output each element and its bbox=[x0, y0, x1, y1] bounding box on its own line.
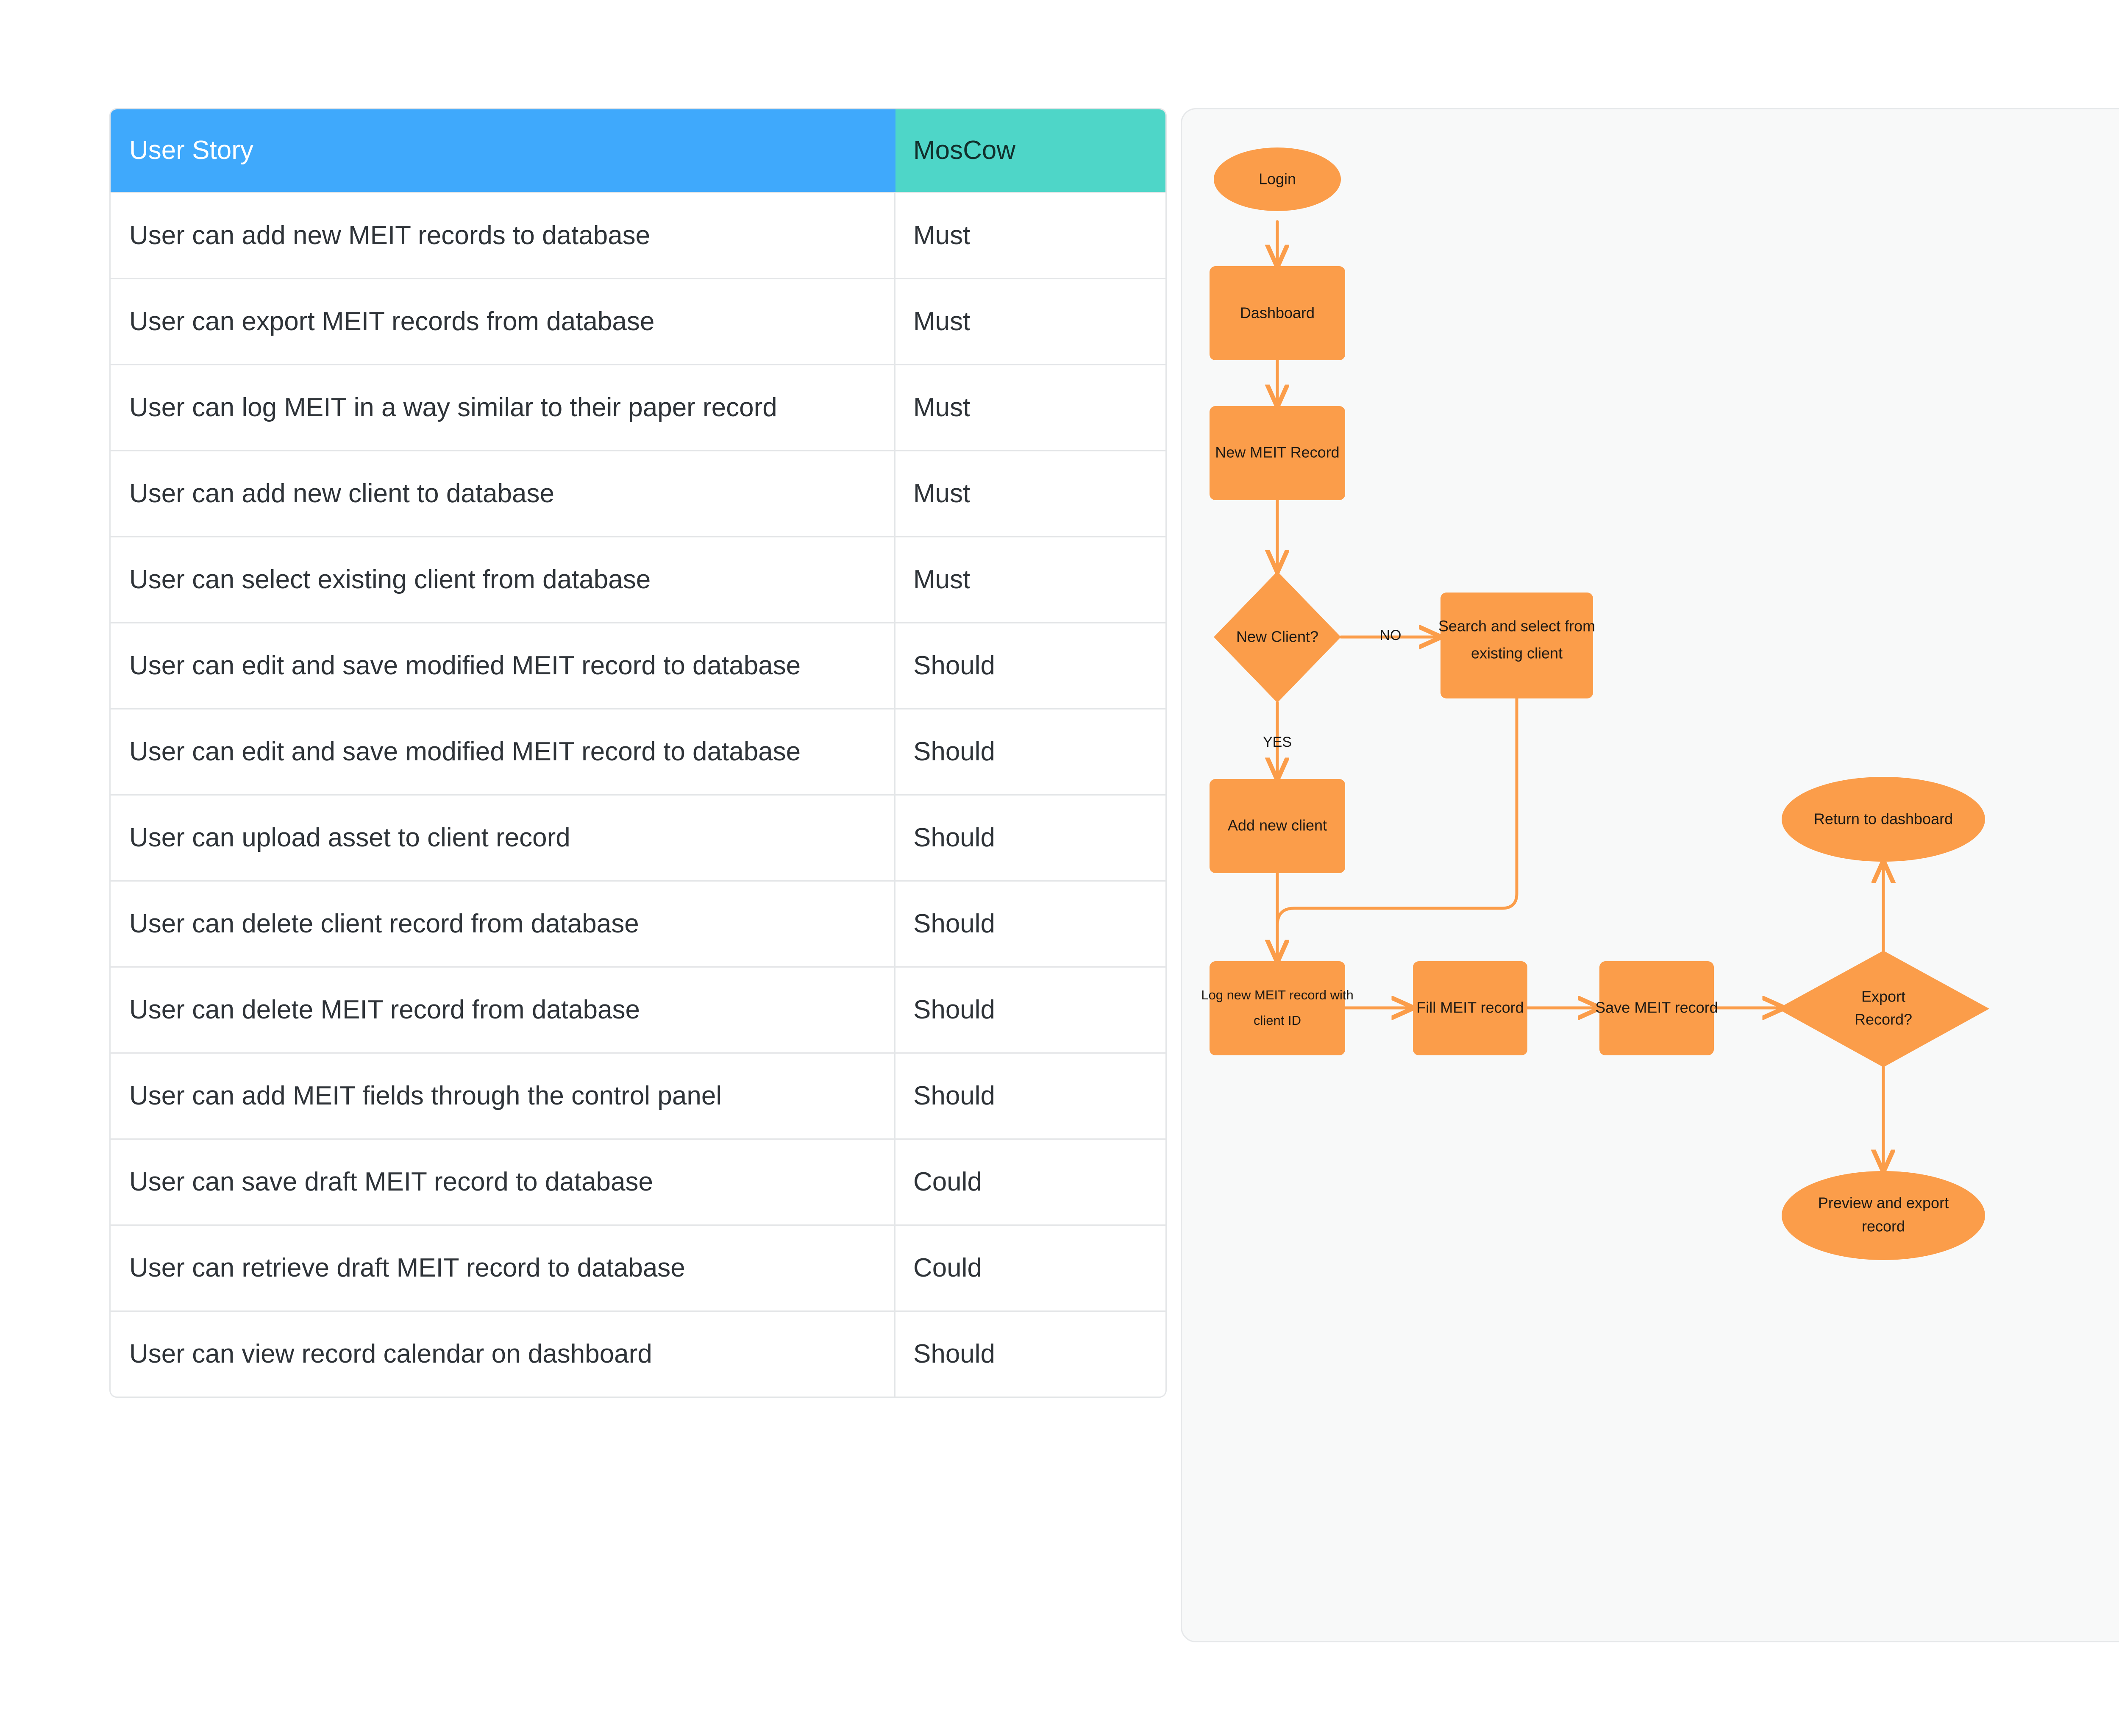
node-save-meit-record[interactable]: Save MEIT record bbox=[1595, 961, 1718, 1055]
moscow-priority: Should bbox=[913, 995, 996, 1024]
node-preview-and-export-record-label-line1: Preview and export bbox=[1818, 1194, 1949, 1212]
edge-label-no: NO bbox=[1380, 627, 1402, 643]
node-new-meit-record[interactable]: New MEIT Record bbox=[1210, 406, 1345, 500]
edge-label-yes: YES bbox=[1263, 734, 1292, 750]
user-story-text: User can delete client record from datab… bbox=[111, 882, 895, 966]
moscow-priority: Should bbox=[913, 651, 996, 680]
node-save-meit-record-label: Save MEIT record bbox=[1595, 999, 1718, 1016]
moscow-priority: Must bbox=[913, 479, 971, 508]
node-fill-meit-record[interactable]: Fill MEIT record bbox=[1413, 961, 1527, 1055]
node-new-meit-record-label: New MEIT Record bbox=[1215, 444, 1339, 461]
table-row[interactable]: User can log MEIT in a way similar to th… bbox=[111, 364, 1165, 450]
node-login[interactable]: Login bbox=[1214, 147, 1341, 211]
moscow-priority: Must bbox=[913, 392, 971, 422]
node-add-new-client[interactable]: Add new client bbox=[1210, 779, 1345, 873]
table-row[interactable]: User can edit and save modified MEIT rec… bbox=[111, 708, 1165, 794]
user-story-text: User can upload asset to client record bbox=[111, 796, 895, 880]
table-row[interactable]: User can export MEIT records from databa… bbox=[111, 278, 1165, 364]
moscow-priority: Could bbox=[913, 1167, 982, 1196]
node-new-client-decision-label: New Client? bbox=[1236, 628, 1318, 645]
node-log-new-meit-record-label-line2: client ID bbox=[1254, 1013, 1301, 1028]
node-dashboard[interactable]: Dashboard bbox=[1210, 266, 1345, 360]
moscow-priority: Must bbox=[913, 220, 971, 250]
node-log-new-meit-record-label-line1: Log new MEIT record with bbox=[1201, 988, 1354, 1002]
user-story-text: User can export MEIT records from databa… bbox=[111, 279, 895, 364]
table-row[interactable]: User can select existing client from dat… bbox=[111, 536, 1165, 622]
user-story-text: User can select existing client from dat… bbox=[111, 537, 895, 622]
table-row[interactable]: User can add new MEIT records to databas… bbox=[111, 192, 1165, 278]
node-preview-and-export-record[interactable]: Preview and export record bbox=[1782, 1171, 1985, 1260]
user-story-text: User can log MEIT in a way similar to th… bbox=[111, 365, 895, 450]
user-story-text: User can view record calendar on dashboa… bbox=[111, 1312, 895, 1397]
node-export-record-decision-label-line2: Record? bbox=[1855, 1011, 1912, 1028]
user-story-text: User can add MEIT fields through the con… bbox=[111, 1054, 895, 1138]
moscow-priority: Should bbox=[913, 1081, 996, 1110]
moscow-priority: Must bbox=[913, 565, 971, 594]
column-header-user-story: User Story bbox=[111, 109, 895, 192]
moscow-priority: Should bbox=[913, 737, 996, 766]
table-row[interactable]: User can retrieve draft MEIT record to d… bbox=[111, 1224, 1165, 1310]
flowchart-panel: Login Dashboard New MEIT Record New Clie… bbox=[1181, 108, 2119, 1642]
table-row[interactable]: User can save draft MEIT record to datab… bbox=[111, 1138, 1165, 1224]
moscow-priority: Should bbox=[913, 823, 996, 852]
table-header-row: User Story MosCow bbox=[111, 109, 1165, 192]
node-new-client-decision[interactable]: New Client? bbox=[1214, 571, 1341, 703]
table-row[interactable]: User can add MEIT fields through the con… bbox=[111, 1052, 1165, 1138]
moscow-priority: Should bbox=[913, 909, 996, 938]
node-return-to-dashboard[interactable]: Return to dashboard bbox=[1782, 777, 1985, 862]
table-row[interactable]: User can upload asset to client record S… bbox=[111, 794, 1165, 880]
moscow-priority: Must bbox=[913, 306, 971, 336]
user-story-text: User can retrieve draft MEIT record to d… bbox=[111, 1226, 895, 1310]
node-search-select-client-label-line1: Search and select from bbox=[1438, 618, 1595, 635]
node-add-new-client-label: Add new client bbox=[1228, 817, 1327, 834]
node-export-record-decision[interactable]: Export Record? bbox=[1777, 951, 1989, 1067]
node-search-select-client-label-line2: existing client bbox=[1471, 645, 1563, 662]
node-fill-meit-record-label: Fill MEIT record bbox=[1416, 999, 1524, 1016]
node-export-record-decision-label-line1: Export bbox=[1861, 988, 1905, 1005]
node-dashboard-label: Dashboard bbox=[1240, 304, 1315, 322]
table-row[interactable]: User can delete MEIT record from databas… bbox=[111, 966, 1165, 1052]
column-header-moscow: MosCow bbox=[895, 109, 1165, 192]
user-story-text: User can edit and save modified MEIT rec… bbox=[111, 709, 895, 794]
node-log-new-meit-record[interactable]: Log new MEIT record with client ID bbox=[1201, 961, 1354, 1055]
user-story-text: User can delete MEIT record from databas… bbox=[111, 968, 895, 1052]
table-row[interactable]: User can delete client record from datab… bbox=[111, 880, 1165, 966]
user-story-text: User can add new client to database bbox=[111, 451, 895, 536]
user-story-table: User Story MosCow User can add new MEIT … bbox=[109, 108, 1167, 1398]
moscow-priority: Should bbox=[913, 1339, 996, 1369]
flowchart-canvas: Login Dashboard New MEIT Record New Clie… bbox=[1201, 147, 1989, 1260]
moscow-priority: Could bbox=[913, 1253, 982, 1283]
node-return-to-dashboard-label: Return to dashboard bbox=[1814, 810, 1953, 828]
user-story-text: User can save draft MEIT record to datab… bbox=[111, 1140, 895, 1224]
table-row[interactable]: User can edit and save modified MEIT rec… bbox=[111, 622, 1165, 708]
node-preview-and-export-record-label-line2: record bbox=[1862, 1218, 1905, 1235]
user-story-text: User can add new MEIT records to databas… bbox=[111, 193, 895, 278]
table-row[interactable]: User can add new client to database Must bbox=[111, 450, 1165, 536]
table-row[interactable]: User can view record calendar on dashboa… bbox=[111, 1310, 1165, 1397]
node-login-label: Login bbox=[1259, 170, 1296, 188]
user-story-text: User can edit and save modified MEIT rec… bbox=[111, 623, 895, 708]
node-search-select-client[interactable]: Search and select from existing client bbox=[1438, 593, 1595, 698]
